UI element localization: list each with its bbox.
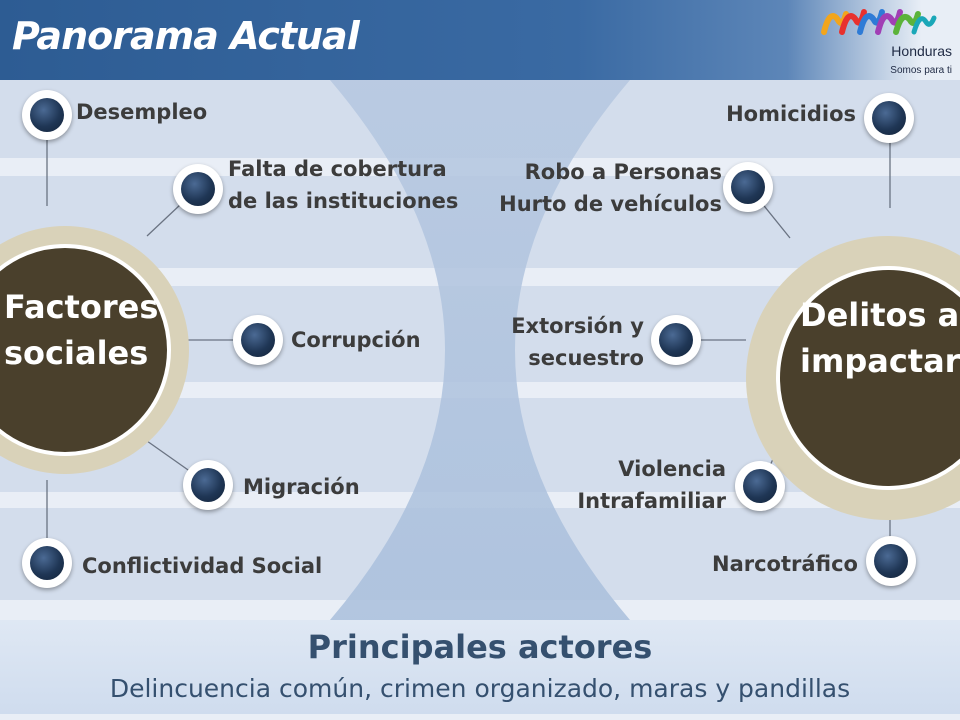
node-violencia-icon [735,461,785,511]
center-shape [330,80,630,620]
left-hub-line1: Factores [4,288,159,326]
node-homicidios-icon [864,93,914,143]
node-corrupcion-icon [233,315,283,365]
node-falta-cobertura-icon [173,164,223,214]
node-narcotrafico-icon [866,536,916,586]
header-bar: Panorama Actual Honduras Somos para ti [0,0,960,80]
label-robo: Robo a Personas Hurto de vehículos [499,156,722,220]
footer-title: Principales actores [307,628,653,666]
logo-waves-icon [821,9,937,35]
label-corrupcion: Corrupción [291,328,421,352]
label-narcotrafico: Narcotráfico [712,552,858,576]
logo-name: Honduras [891,43,952,59]
left-hub-circle [0,244,171,456]
node-conflictividad-icon [22,538,72,588]
label-violencia: Violencia Intrafamiliar [577,453,726,517]
node-desempleo-icon [22,90,72,140]
label-extorsion-line1: Extorsión y [511,314,644,338]
right-hub-line2: impactar [800,342,960,380]
node-migracion-icon [183,460,233,510]
footer-panel: Principales actores Delincuencia común, … [0,620,960,714]
label-homicidios: Homicidios [726,102,856,126]
label-desempleo: Desempleo [76,100,208,124]
label-extorsion: Extorsión y secuestro [511,310,644,374]
footer-subtitle: Delincuencia común, crimen organizado, m… [109,674,851,703]
label-falta-cobertura-line1: Falta de cobertura [228,157,447,181]
diagram-connectors [0,80,960,620]
label-violencia-line1: Violencia [618,457,726,481]
right-hub-circle [776,266,960,490]
diagram-area: Factores sociales Delitos a impactar Des… [0,80,960,620]
label-extorsion-line2: secuestro [528,346,644,370]
left-hub-line2: sociales [4,334,149,372]
label-robo-line1: Robo a Personas [524,160,722,184]
left-hub-label: Factores sociales [4,284,158,376]
label-falta-cobertura-line2: de las instituciones [228,189,459,213]
node-extorsion-icon [651,315,701,365]
label-violencia-line2: Intrafamiliar [577,489,726,513]
node-robo-icon [723,162,773,212]
label-falta-cobertura: Falta de cobertura de las instituciones [228,153,458,217]
page-title: Panorama Actual [12,14,360,58]
label-robo-line2: Hurto de vehículos [499,192,722,216]
right-hub-label: Delitos a impactar [800,292,960,384]
label-migracion: Migración [243,475,360,499]
right-hub-line1: Delitos a [800,296,960,334]
label-conflictividad: Conflictividad Social [82,554,323,578]
logo-tagline: Somos para ti [890,65,952,76]
honduras-logo: Honduras Somos para ti [812,2,952,80]
